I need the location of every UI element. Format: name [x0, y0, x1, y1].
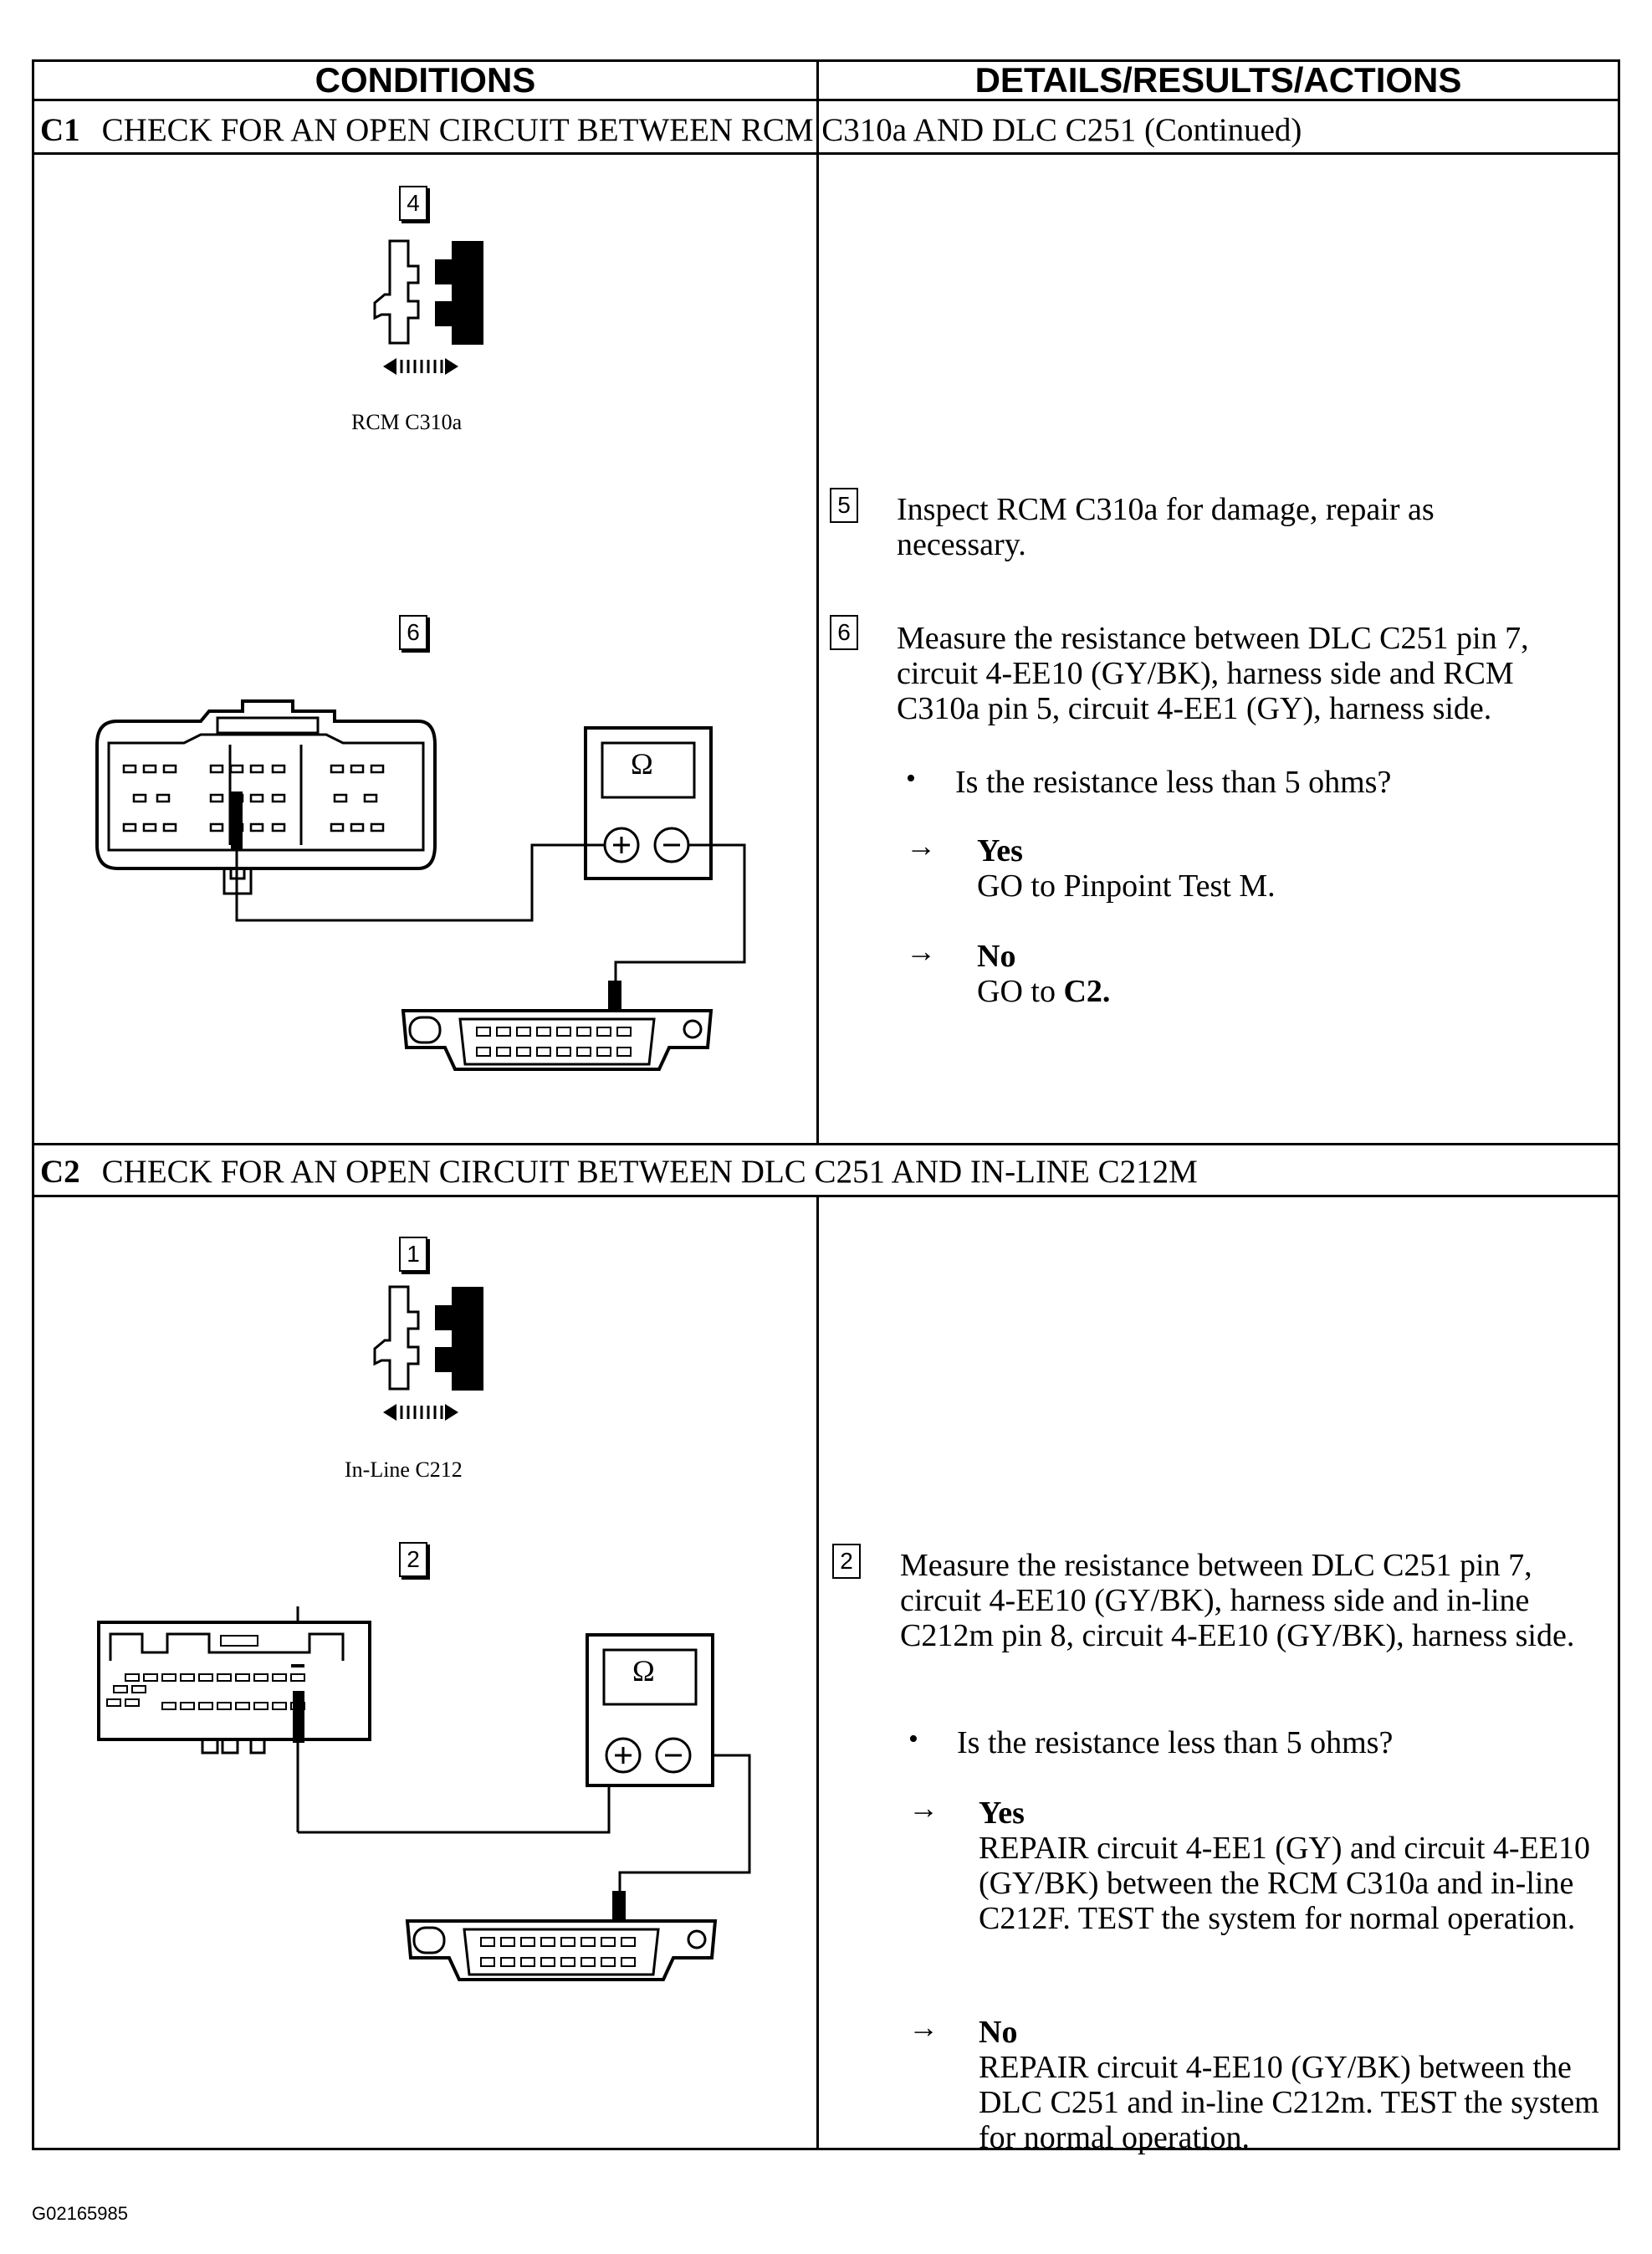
step6-question: Is the resistance less than 5 ohms?	[955, 765, 1392, 800]
step6-no-text: GO to C2.	[977, 974, 1110, 1009]
inline-connector-disconnect-icon	[373, 1285, 483, 1421]
header-conditions: CONDITIONS	[315, 60, 536, 100]
ohm-symbol: Ω	[631, 747, 653, 781]
step6-box: 6	[830, 615, 858, 650]
ohmmeter-icon-c2	[586, 1633, 714, 1787]
fig1-caption: In-Line C212	[345, 1457, 463, 1482]
figure-code: G02165985	[32, 2203, 128, 2224]
section-c1-title: C1 CHECK FOR AN OPEN CIRCUIT BETWEEN RCM …	[40, 111, 1302, 149]
section-c2-code: C2	[40, 1154, 80, 1190]
c2-yes-text: REPAIR circuit 4-EE1 (GY) and circuit 4-…	[979, 1831, 1590, 1936]
step5-text: Inspect RCM C310a for damage, repair as …	[897, 492, 1435, 562]
step6-no-arrow: →	[906, 935, 936, 968]
c2-yes-label: Yes	[979, 1796, 1025, 1831]
section-c1-code: C1	[40, 112, 80, 148]
c2-no-label: No	[979, 2015, 1018, 2050]
c2-yes-arrow: →	[908, 1791, 939, 1825]
step6-yes-arrow: →	[906, 829, 936, 863]
step6-no-text-prefix: GO to	[977, 974, 1064, 1009]
inline-c212-connector-diagram	[97, 1621, 371, 1755]
step6-no-text-ref: C2.	[1063, 974, 1111, 1009]
fig2-step-box: 2	[399, 1542, 427, 1577]
column-divider	[816, 59, 819, 2150]
c2-no-text: REPAIR circuit 4-EE10 (GY/BK) between th…	[979, 2050, 1599, 2155]
connector-disconnect-icon	[373, 239, 483, 375]
fig6-step-box: 6	[399, 615, 427, 650]
procedure-table	[32, 59, 1620, 2150]
c2-title-band	[34, 1145, 1618, 1195]
dlc-connector-diagram-c2	[405, 1891, 718, 1981]
c2-step2-question: Is the resistance less than 5 ohms?	[957, 1725, 1394, 1760]
step5-box: 5	[830, 488, 858, 523]
c2-step2-bullet: •	[908, 1724, 918, 1755]
c2-top-rule	[32, 1143, 1620, 1145]
c1-title-rule	[32, 152, 1620, 155]
step6-yes-text: GO to Pinpoint Test M.	[977, 868, 1276, 904]
dlc-connector-diagram	[401, 981, 713, 1071]
rcm-connector-diagram	[95, 699, 437, 912]
step6-no-label: No	[977, 939, 1016, 974]
fig1-step-box: 1	[399, 1237, 427, 1272]
header-details: DETAILS/RESULTS/ACTIONS	[974, 60, 1462, 100]
c2-step2-box: 2	[832, 1544, 861, 1579]
fig4-caption: RCM C310a	[351, 410, 463, 434]
step6-yes-label: Yes	[977, 833, 1023, 868]
c2-no-arrow: →	[908, 2011, 939, 2044]
step6-text: Measure the resistance between DLC C251 …	[897, 621, 1529, 726]
fig4-step-box: 4	[399, 186, 427, 221]
c2-step2-text: Measure the resistance between DLC C251 …	[900, 1548, 1575, 1653]
ohmmeter-icon	[584, 726, 713, 880]
header-rule	[32, 99, 1620, 101]
section-c2-title: C2 CHECK FOR AN OPEN CIRCUIT BETWEEN DLC …	[40, 1153, 1198, 1191]
section-c1-text: CHECK FOR AN OPEN CIRCUIT BETWEEN RCM C3…	[101, 112, 1302, 148]
c2-title-rule	[32, 1195, 1620, 1197]
section-c2-text: CHECK FOR AN OPEN CIRCUIT BETWEEN DLC C2…	[101, 1154, 1198, 1190]
step6-bullet: •	[906, 763, 916, 794]
ohm-symbol-c2: Ω	[632, 1654, 655, 1688]
